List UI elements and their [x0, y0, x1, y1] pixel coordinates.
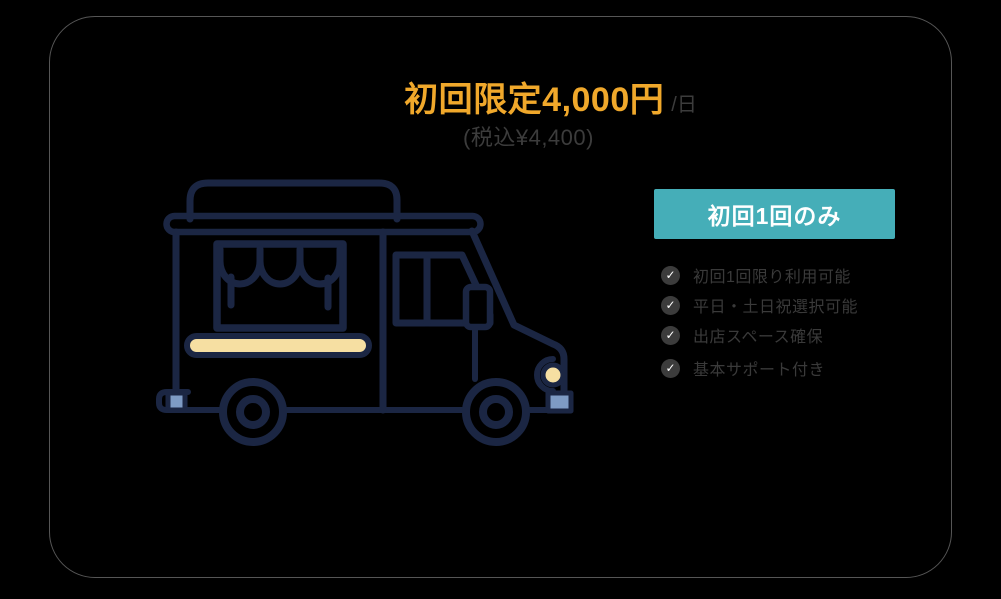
check-glyph: ✓ [665, 268, 676, 282]
limit-badge: 初回1回のみ [654, 189, 895, 239]
check-glyph: ✓ [665, 298, 676, 312]
truck-rear-bumper [165, 390, 188, 413]
features-list: ✓ 初回1回限り利用可能 ✓ 平日・土日祝選択可能 ✓ 出店スペース確保 ✓ 基… [661, 260, 858, 383]
check-icon: ✓ [661, 325, 680, 345]
truck-roof-bar [163, 212, 484, 236]
truck-front-hub [479, 395, 513, 429]
truck-headlight-ring [534, 356, 556, 394]
truck-headlight [540, 362, 566, 388]
truck-mirror [462, 283, 494, 331]
truck-front-bumper [545, 390, 574, 414]
limit-badge-label: 初回1回のみ [707, 203, 842, 229]
feature-item: ✓ 出店スペース確保 [661, 320, 858, 350]
check-icon: ✓ [661, 295, 680, 315]
check-glyph: ✓ [665, 328, 676, 342]
check-glyph: ✓ [665, 361, 676, 375]
pricing-card: 初回限定4,000円 /日 (税込¥4,400) [49, 16, 952, 578]
feature-item: ✓ 基本サポート付き [661, 353, 858, 383]
feature-label: 平日・土日祝選択可能 [693, 299, 859, 316]
feature-label: 出店スペース確保 [693, 329, 824, 346]
truck-rear-wheel [219, 378, 287, 446]
truck-serving-window [213, 240, 347, 332]
feature-label: 初回1回限り利用可能 [693, 269, 851, 286]
price-title: 初回限定4,000円 /日 [99, 72, 1001, 121]
check-icon: ✓ [661, 358, 680, 378]
truck-awning [216, 245, 344, 288]
check-icon: ✓ [661, 265, 680, 285]
tax-note: (税込¥4,400) [463, 125, 594, 150]
truck-rear-hub [236, 395, 270, 429]
feature-item: ✓ 平日・土日祝選択可能 [661, 290, 858, 320]
truck-counter [184, 333, 372, 358]
price-amount: 初回限定4,000円 [404, 81, 665, 119]
truck-front-wheel [462, 378, 530, 446]
truck-awning-drops [227, 273, 332, 311]
price-unit: /日 [671, 94, 697, 116]
feature-label: 基本サポート付き [693, 362, 826, 379]
feature-item: ✓ 初回1回限り利用可能 [661, 260, 858, 290]
food-truck-icon [156, 179, 574, 446]
truck-rear-bumper-bracket [156, 389, 191, 413]
truck-front-profile [468, 227, 568, 414]
truck-roof-rack [186, 179, 401, 223]
